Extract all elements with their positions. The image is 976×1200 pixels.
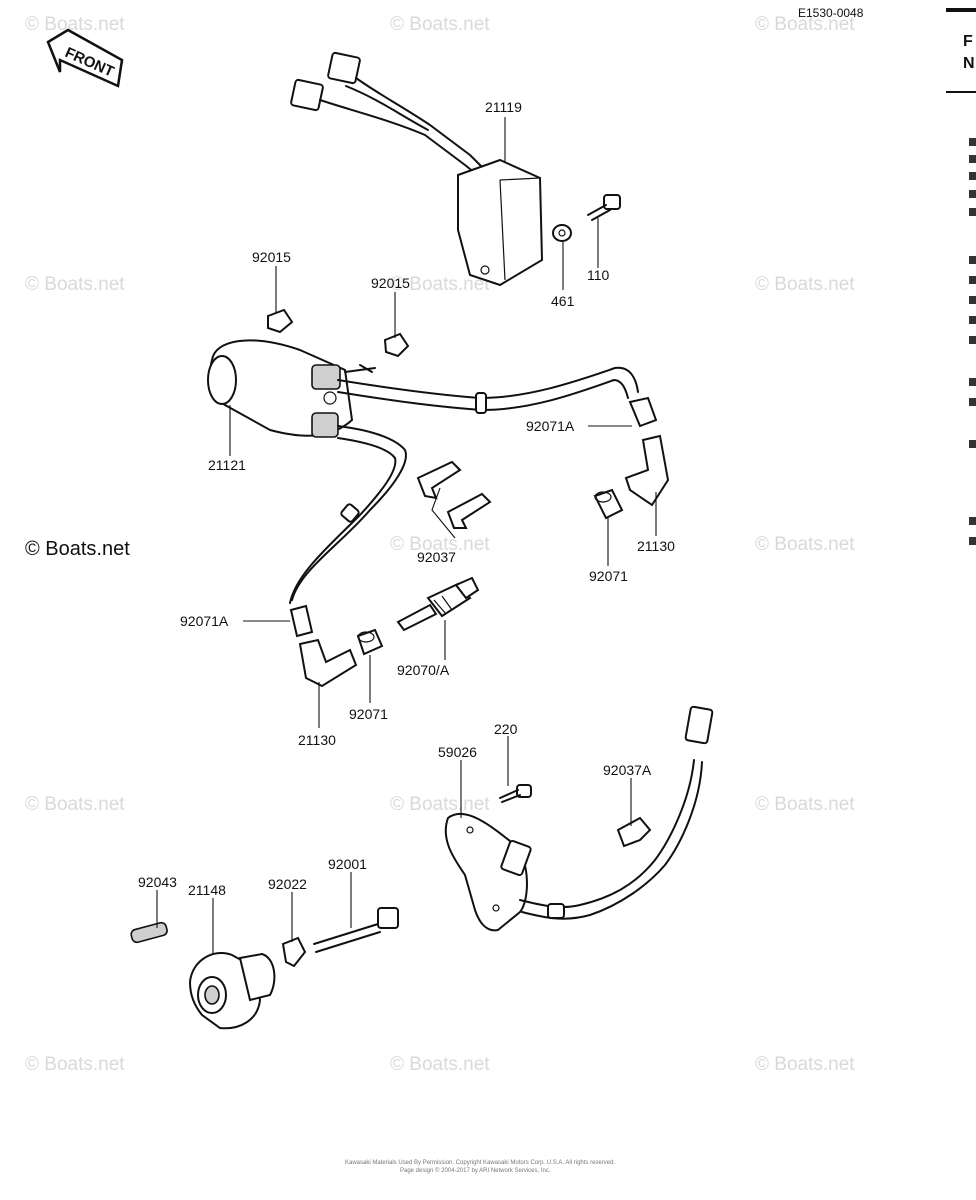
leader-lines (156, 117, 657, 955)
pin-92043 (130, 921, 168, 944)
pickup-coil-59026 (444, 705, 714, 932)
label-92015-left: 92015 (252, 249, 291, 265)
watermark: © Boats.net (25, 274, 125, 295)
plug-cap-21130-right (624, 434, 670, 507)
watermark: © Boats.net (25, 1054, 125, 1075)
watermark: © Boats.net (755, 794, 855, 815)
bolt-110 (587, 194, 621, 221)
timing-rotor-21148 (188, 952, 276, 1030)
label-92043: 92043 (138, 874, 177, 890)
watermark: © Boats.net (755, 274, 855, 295)
watermark-dark: © Boats.net (25, 538, 130, 560)
watermark: © Boats.net (390, 534, 490, 555)
cdi-unit-21119 (290, 51, 544, 287)
watermark: © Boats.net (25, 14, 125, 35)
front-arrow: FRONT (46, 28, 124, 88)
watermark: © Boats.net (390, 1054, 490, 1075)
watermark: © Boats.net (755, 14, 855, 35)
boot-92071A-right (628, 396, 658, 428)
label-21130-right: 21130 (637, 538, 675, 554)
watermark: © Boats.net (390, 794, 490, 815)
spark-plug-92070A (396, 576, 480, 632)
screw-220 (499, 784, 532, 803)
seal-92071-right (593, 488, 624, 520)
watermark: © Boats.net (25, 794, 125, 815)
watermark: © Boats.net (755, 534, 855, 555)
cap-92015-right (383, 332, 410, 358)
label-92037A: 92037A (603, 762, 652, 778)
label-110: 110 (587, 267, 610, 283)
label-92071-right: 92071 (589, 568, 628, 584)
label-92015-right: 92015 (371, 275, 410, 291)
boot-92071A-left (289, 604, 314, 638)
ht-lead-lower (289, 425, 407, 604)
label-92071A-left: 92071A (180, 613, 229, 629)
label-21148: 21148 (188, 882, 226, 898)
part-labels: 21119 92015 92015 461 110 21121 92071A 9… (138, 99, 675, 898)
side-text-top2: N (963, 55, 975, 72)
bolt-92001 (313, 907, 399, 953)
footer: Kawasaki Materials Used By Permission. C… (345, 1160, 615, 1174)
watermark: © Boats.net (390, 14, 490, 35)
side-text-top1: F (963, 33, 973, 50)
watermark: © Boats.net (390, 274, 490, 295)
label-59026: 59026 (438, 744, 477, 760)
plug-cap-21130-left (298, 638, 358, 688)
label-21121: 21121 (208, 457, 246, 473)
label-92022: 92022 (268, 876, 307, 892)
footer-line2: Page design © 2004-2017 by ARI Network S… (400, 1167, 551, 1174)
clamp-92037A (616, 816, 652, 848)
diagram-code: E1530-0048 (798, 6, 864, 20)
watermarks: © Boats.net © Boats.net © Boats.net © Bo… (25, 14, 855, 1075)
seal-92071-left (356, 628, 384, 656)
footer-line1: Kawasaki Materials Used By Permission. C… (345, 1160, 615, 1166)
label-461: 461 (551, 293, 575, 309)
label-92071A-right: 92071A (526, 418, 575, 434)
side-panel: F N (946, 8, 976, 545)
label-21119: 21119 (485, 99, 522, 115)
ignition-coil-21121 (207, 339, 376, 438)
label-21130-left: 21130 (298, 732, 336, 748)
label-92070A: 92070/A (397, 662, 450, 678)
watermark: © Boats.net (755, 1054, 855, 1075)
nut-461 (552, 224, 572, 242)
ht-lead-upper (337, 366, 639, 414)
clamp-92037 (416, 460, 492, 539)
label-220: 220 (494, 721, 518, 737)
label-92071-left: 92071 (349, 706, 388, 722)
washer-92022 (281, 936, 307, 968)
label-92037: 92037 (417, 549, 456, 565)
cap-92015-left (267, 308, 294, 334)
label-92001: 92001 (328, 856, 367, 872)
